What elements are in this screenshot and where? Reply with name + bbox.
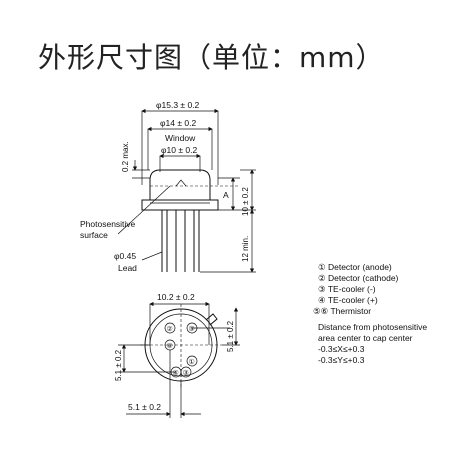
lead-dim-label: φ0.45	[114, 251, 136, 261]
index-tab	[205, 313, 218, 326]
cap-body	[149, 169, 211, 201]
pin-2: ②	[164, 322, 176, 334]
dim-a-label: A	[223, 190, 229, 200]
page-title: 外形尺寸图（单位：mm）	[38, 41, 385, 74]
dim-bottom-label: 5.1 ± 0.2	[128, 402, 161, 412]
dim-window-label: φ10 ± 0.2	[161, 145, 197, 155]
pin-3: ③	[180, 366, 192, 378]
pin-1: ①	[186, 355, 198, 367]
photosensitive-label-line2: surface	[80, 230, 108, 240]
svg-text:④: ④	[173, 369, 179, 377]
dim-cap-width-label: φ14 ± 0.2	[160, 118, 196, 128]
legend-item: ④ TE-cooler (+)	[318, 295, 378, 305]
note-line: Distance from photosensitive	[318, 322, 427, 332]
photosensitive-label-line1: Photosensitive	[80, 219, 136, 229]
legend-item: ③ TE-cooler (-)	[318, 284, 376, 294]
note-line: area center to cap center	[318, 333, 413, 343]
legend-item: ② Detector (cathode)	[318, 273, 399, 283]
side-view: φ15.3 ± 0.2 φ14 ± 0.2 Window φ10 ± 0.2 0…	[80, 100, 256, 273]
dim-lead-length-label: 12 min.	[241, 236, 250, 262]
dim-right-vertical-label: 5.1 ± 0.2	[226, 320, 235, 352]
svg-text:⑥: ⑥	[167, 342, 173, 350]
svg-text:①: ①	[189, 358, 195, 366]
flange	[141, 199, 219, 211]
legend-item: ① Detector (anode)	[318, 262, 392, 272]
window-label: Window	[165, 133, 196, 143]
pin-6: ⑥	[164, 339, 176, 351]
dim-outer-width-label: φ15.3 ± 0.2	[156, 100, 200, 110]
svg-text:③: ③	[183, 369, 189, 377]
note-line: -0.3≤Y≤+0.3	[318, 355, 365, 365]
dim-left-vertical-label: 5.1 ± 0.2	[114, 349, 123, 381]
note-line: -0.3≤X≤+0.3	[318, 344, 365, 354]
svg-text:②: ②	[167, 325, 173, 333]
lead-label: Lead	[118, 263, 137, 273]
leader-line	[141, 251, 163, 261]
dim-bottom-width-label: 10.2 ± 0.2	[157, 292, 195, 302]
dim-height-label: 10 ± 0.2	[241, 187, 250, 216]
chip-mark	[175, 179, 187, 187]
leader-line	[117, 185, 171, 235]
pin-legend: ① Detector (anode) ② Detector (cathode) …	[313, 262, 427, 365]
dim-top-gap-label: 0.2 max.	[121, 141, 130, 172]
bottom-view: 10.2 ± 0.2 ② ⑤ ① ⑥ ④	[114, 292, 240, 418]
legend-item: ⑤⑥ Thermistor	[313, 306, 371, 316]
svg-text:⑤: ⑤	[189, 325, 195, 333]
